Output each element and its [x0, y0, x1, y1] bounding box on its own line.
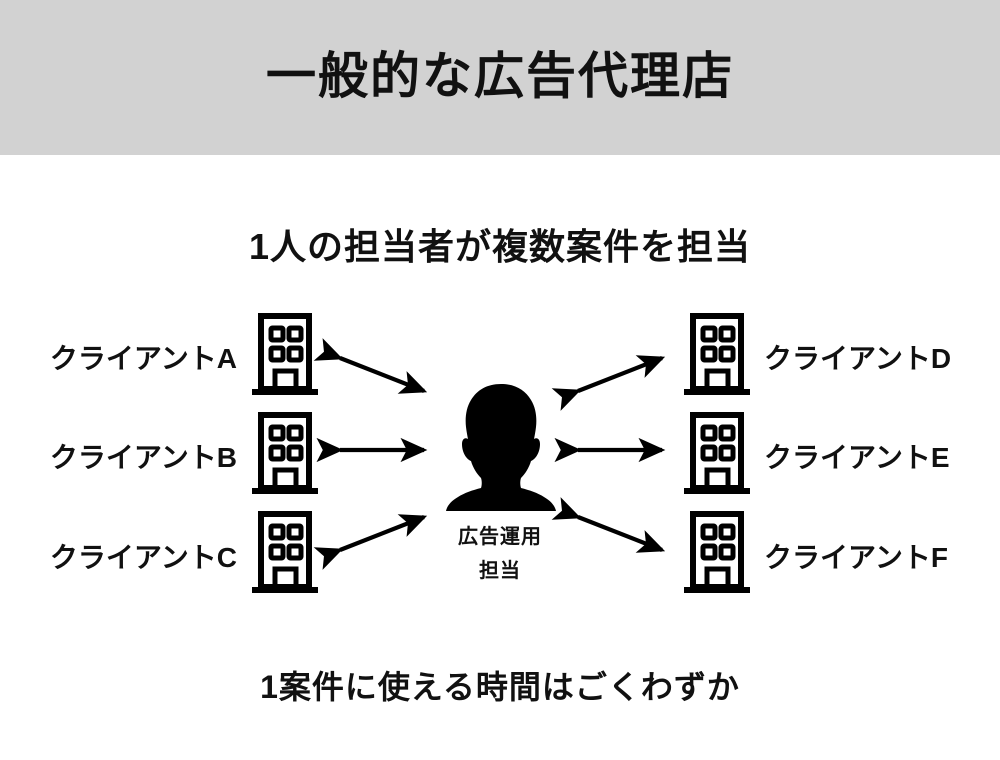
client-label-a: クライアントA: [49, 343, 237, 374]
client-label-e: クライアントE: [764, 442, 950, 473]
client-label-f: クライアントF: [764, 542, 948, 573]
building-icon-c: [249, 510, 321, 596]
building-icon: [252, 412, 318, 494]
building-icon: [684, 412, 750, 494]
building-icon-d: [681, 312, 753, 398]
building-icon-e: [681, 411, 753, 497]
header-band: [0, 0, 1000, 155]
building-icon: [684, 313, 750, 395]
building-icon: [684, 511, 750, 593]
client-label-c: クライアントC: [49, 542, 237, 573]
building-icon: [252, 313, 318, 395]
center-role-label-line2: 担当: [479, 560, 521, 582]
building-icon: [252, 511, 318, 593]
subtitle: 1人の担当者が複数案件を担当: [248, 226, 752, 267]
building-icon-f: [681, 510, 753, 596]
center-role-label: 広告運用 担当: [400, 520, 600, 588]
person-silhouette-icon: [437, 382, 565, 512]
arrow-client-a: [313, 338, 428, 394]
client-label-b: クライアントB: [49, 442, 237, 473]
person-silhouette-icon: [446, 384, 556, 511]
building-icon-a: [249, 312, 321, 398]
footer-caption: 1案件に使える時間はごくわずか: [260, 669, 740, 705]
client-label-d: クライアントD: [764, 343, 952, 374]
building-icon-b: [249, 411, 321, 497]
center-role-label-line1: 広告運用: [458, 526, 542, 548]
arrow-client-d: [551, 355, 666, 411]
page-title: 一般的な広告代理店: [266, 48, 734, 104]
